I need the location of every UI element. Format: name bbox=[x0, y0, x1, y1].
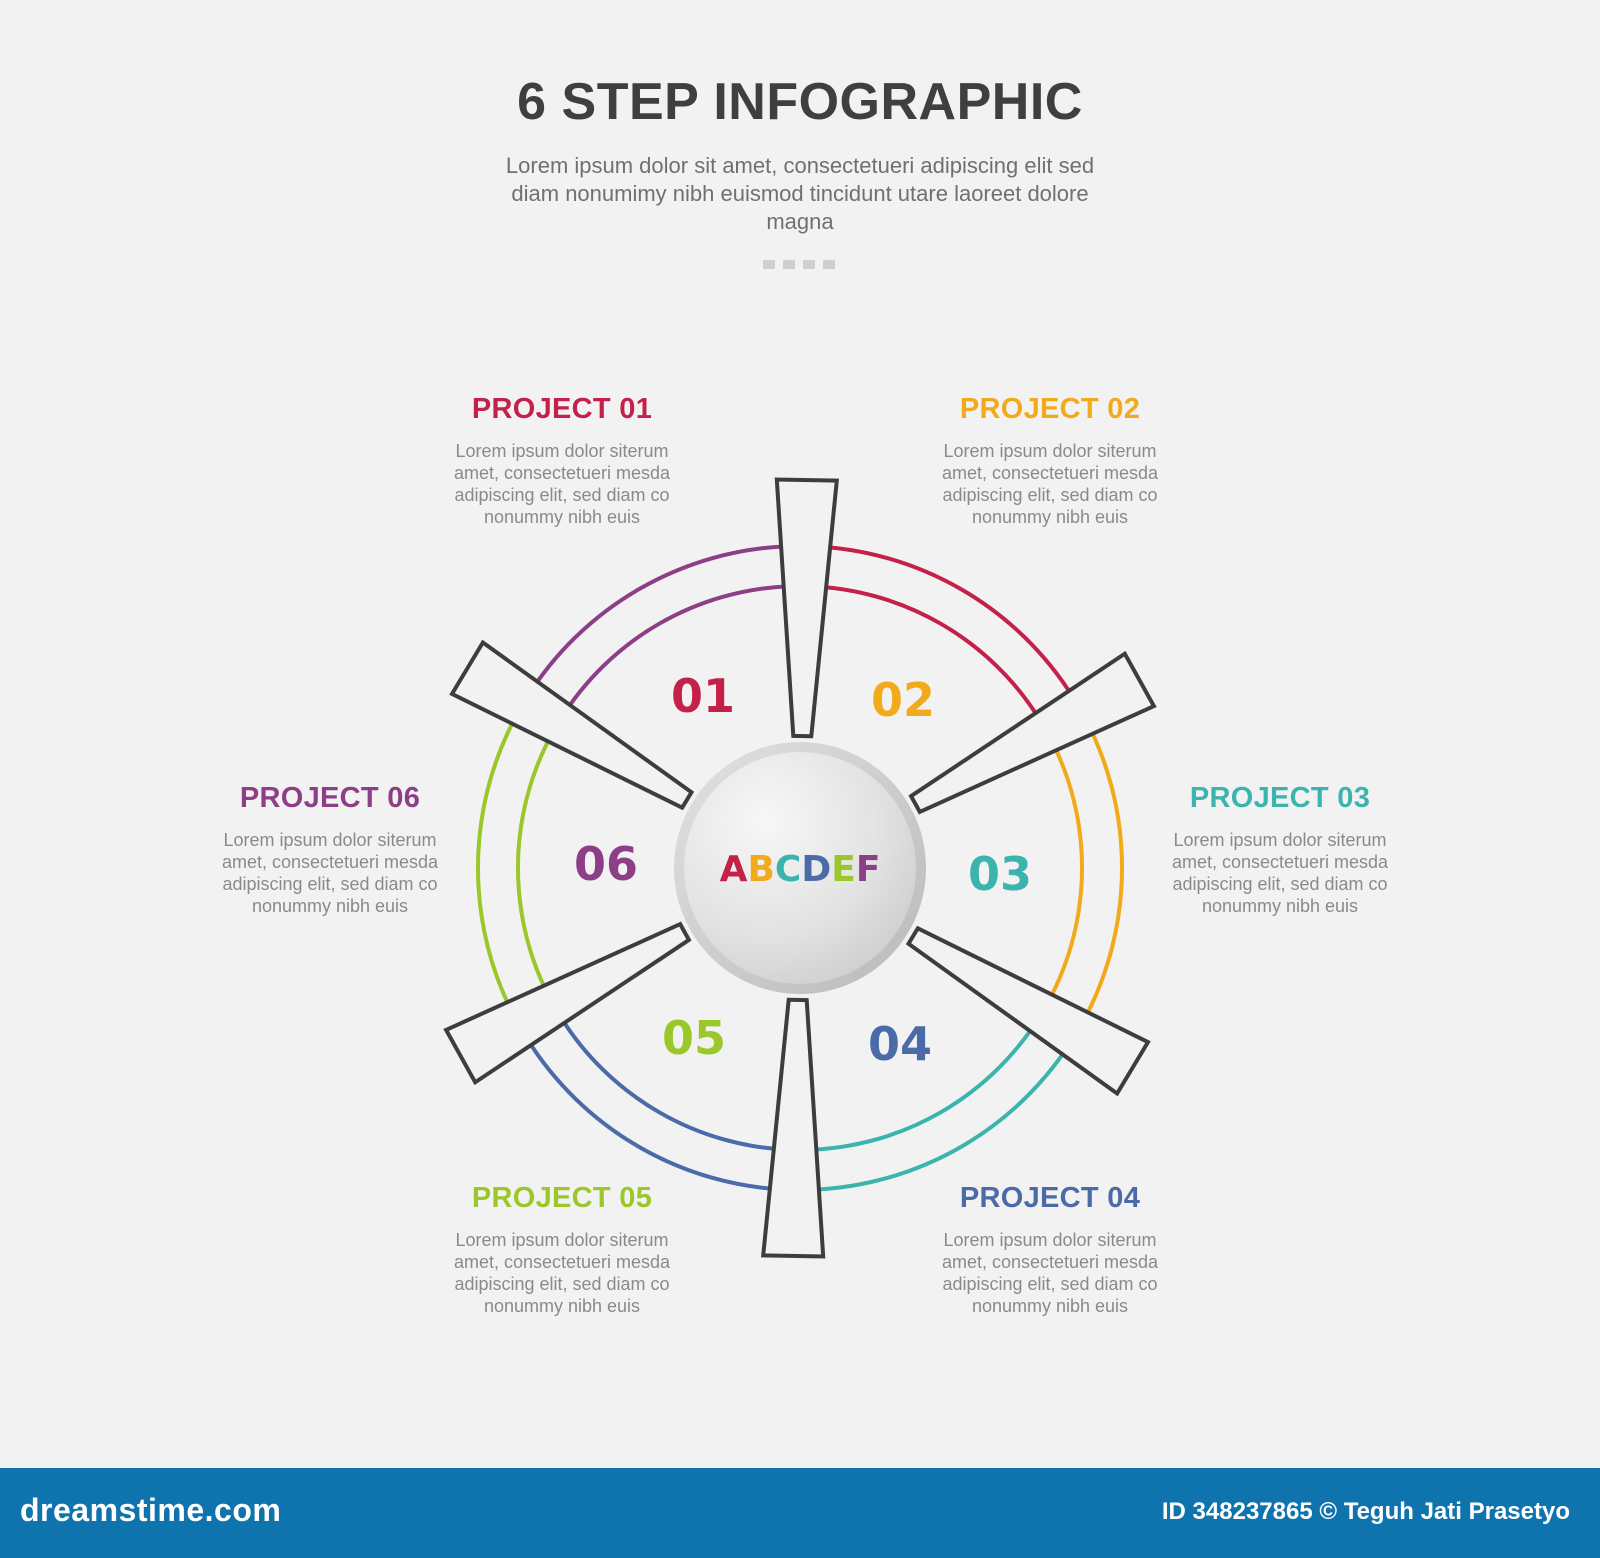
center-label: ABCDEF bbox=[720, 849, 881, 890]
spoke bbox=[760, 997, 826, 1259]
spoke bbox=[443, 921, 692, 1086]
spoke bbox=[908, 650, 1157, 815]
ring-arcs bbox=[475, 544, 1125, 1192]
inner-arc bbox=[559, 1016, 791, 1152]
project-description: Lorem ipsum dolor siterum amet, consecte… bbox=[453, 441, 671, 527]
divider-dots bbox=[763, 260, 835, 269]
inner-arc bbox=[515, 734, 553, 1002]
outer-arc bbox=[811, 544, 1075, 699]
project-title: PROJECT 03 bbox=[1189, 782, 1371, 814]
divider-dot bbox=[763, 260, 775, 269]
step-number-4: 04 bbox=[868, 1017, 932, 1071]
outer-arc bbox=[475, 715, 518, 1021]
center-letter: F bbox=[856, 849, 881, 890]
project-title: PROJECT 02 bbox=[959, 393, 1141, 425]
footer-credit: ID 348237865 © Teguh Jati Prasetyo bbox=[1161, 1498, 1570, 1525]
center-letter: C bbox=[775, 849, 801, 890]
page-title: 6 STEP INFOGRAPHIC bbox=[517, 73, 1083, 131]
inner-arc bbox=[1047, 734, 1085, 1002]
step-number-6: 06 bbox=[574, 837, 638, 891]
center-letter: D bbox=[801, 849, 831, 890]
project-block-3: PROJECT 03 Lorem ipsum dolor siterum amet… bbox=[1150, 782, 1410, 917]
project-title: PROJECT 05 bbox=[471, 1182, 653, 1214]
page-subtitle: Lorem ipsum dolor sit amet, consectetuer… bbox=[505, 153, 1095, 234]
spokes bbox=[443, 477, 1157, 1259]
project-description: Lorem ipsum dolor siterum amet, consecte… bbox=[221, 830, 439, 916]
divider-dot bbox=[783, 260, 795, 269]
footer-bar: dreamstime.com ID 348237865 © Teguh Jati… bbox=[0, 1468, 1600, 1558]
center-letter: E bbox=[831, 849, 856, 890]
step-number-5: 05 bbox=[662, 1011, 726, 1065]
project-description: Lorem ipsum dolor siterum amet, consecte… bbox=[1171, 830, 1389, 916]
spoke bbox=[449, 639, 695, 811]
project-description: Lorem ipsum dolor siterum amet, consecte… bbox=[453, 1230, 671, 1316]
center-letter: B bbox=[747, 849, 774, 890]
project-description: Lorem ipsum dolor siterum amet, consecte… bbox=[941, 441, 1159, 527]
step-numbers: 01 02 03 04 05 06 bbox=[574, 669, 1032, 1071]
step-number-3: 03 bbox=[968, 847, 1032, 901]
divider-dot bbox=[823, 260, 835, 269]
footer-brand: dreamstime.com bbox=[20, 1492, 282, 1528]
inner-arc bbox=[809, 584, 1041, 720]
project-title: PROJECT 04 bbox=[959, 1182, 1141, 1214]
spoke bbox=[774, 477, 840, 739]
project-title: PROJECT 01 bbox=[471, 393, 653, 425]
step-number-2: 02 bbox=[871, 673, 935, 727]
outer-arc bbox=[525, 544, 789, 699]
inner-arc bbox=[809, 1016, 1041, 1152]
project-block-2: PROJECT 02 Lorem ipsum dolor siterum amet… bbox=[920, 393, 1180, 528]
project-block-1: PROJECT 01 Lorem ipsum dolor siterum amet… bbox=[432, 393, 692, 528]
project-description: Lorem ipsum dolor siterum amet, consecte… bbox=[941, 1230, 1159, 1316]
project-block-6: PROJECT 06 Lorem ipsum dolor siterum amet… bbox=[200, 782, 460, 917]
outer-arc bbox=[525, 1037, 789, 1192]
outer-arc bbox=[811, 1037, 1075, 1192]
project-block-4: PROJECT 04 Lorem ipsum dolor siterum amet… bbox=[920, 1182, 1180, 1317]
project-block-5: PROJECT 05 Lorem ipsum dolor siterum amet… bbox=[432, 1182, 692, 1317]
divider-dot bbox=[803, 260, 815, 269]
center-hub: ABCDEF bbox=[674, 742, 926, 994]
center-letter: A bbox=[720, 849, 748, 890]
step-number-1: 01 bbox=[671, 669, 735, 723]
inner-arc bbox=[559, 584, 791, 720]
project-title: PROJECT 06 bbox=[239, 782, 421, 814]
outer-arc bbox=[1082, 715, 1125, 1021]
spoke bbox=[905, 925, 1151, 1097]
wheel-diagram: 01 02 03 04 05 06 ABCDEF bbox=[443, 477, 1157, 1259]
